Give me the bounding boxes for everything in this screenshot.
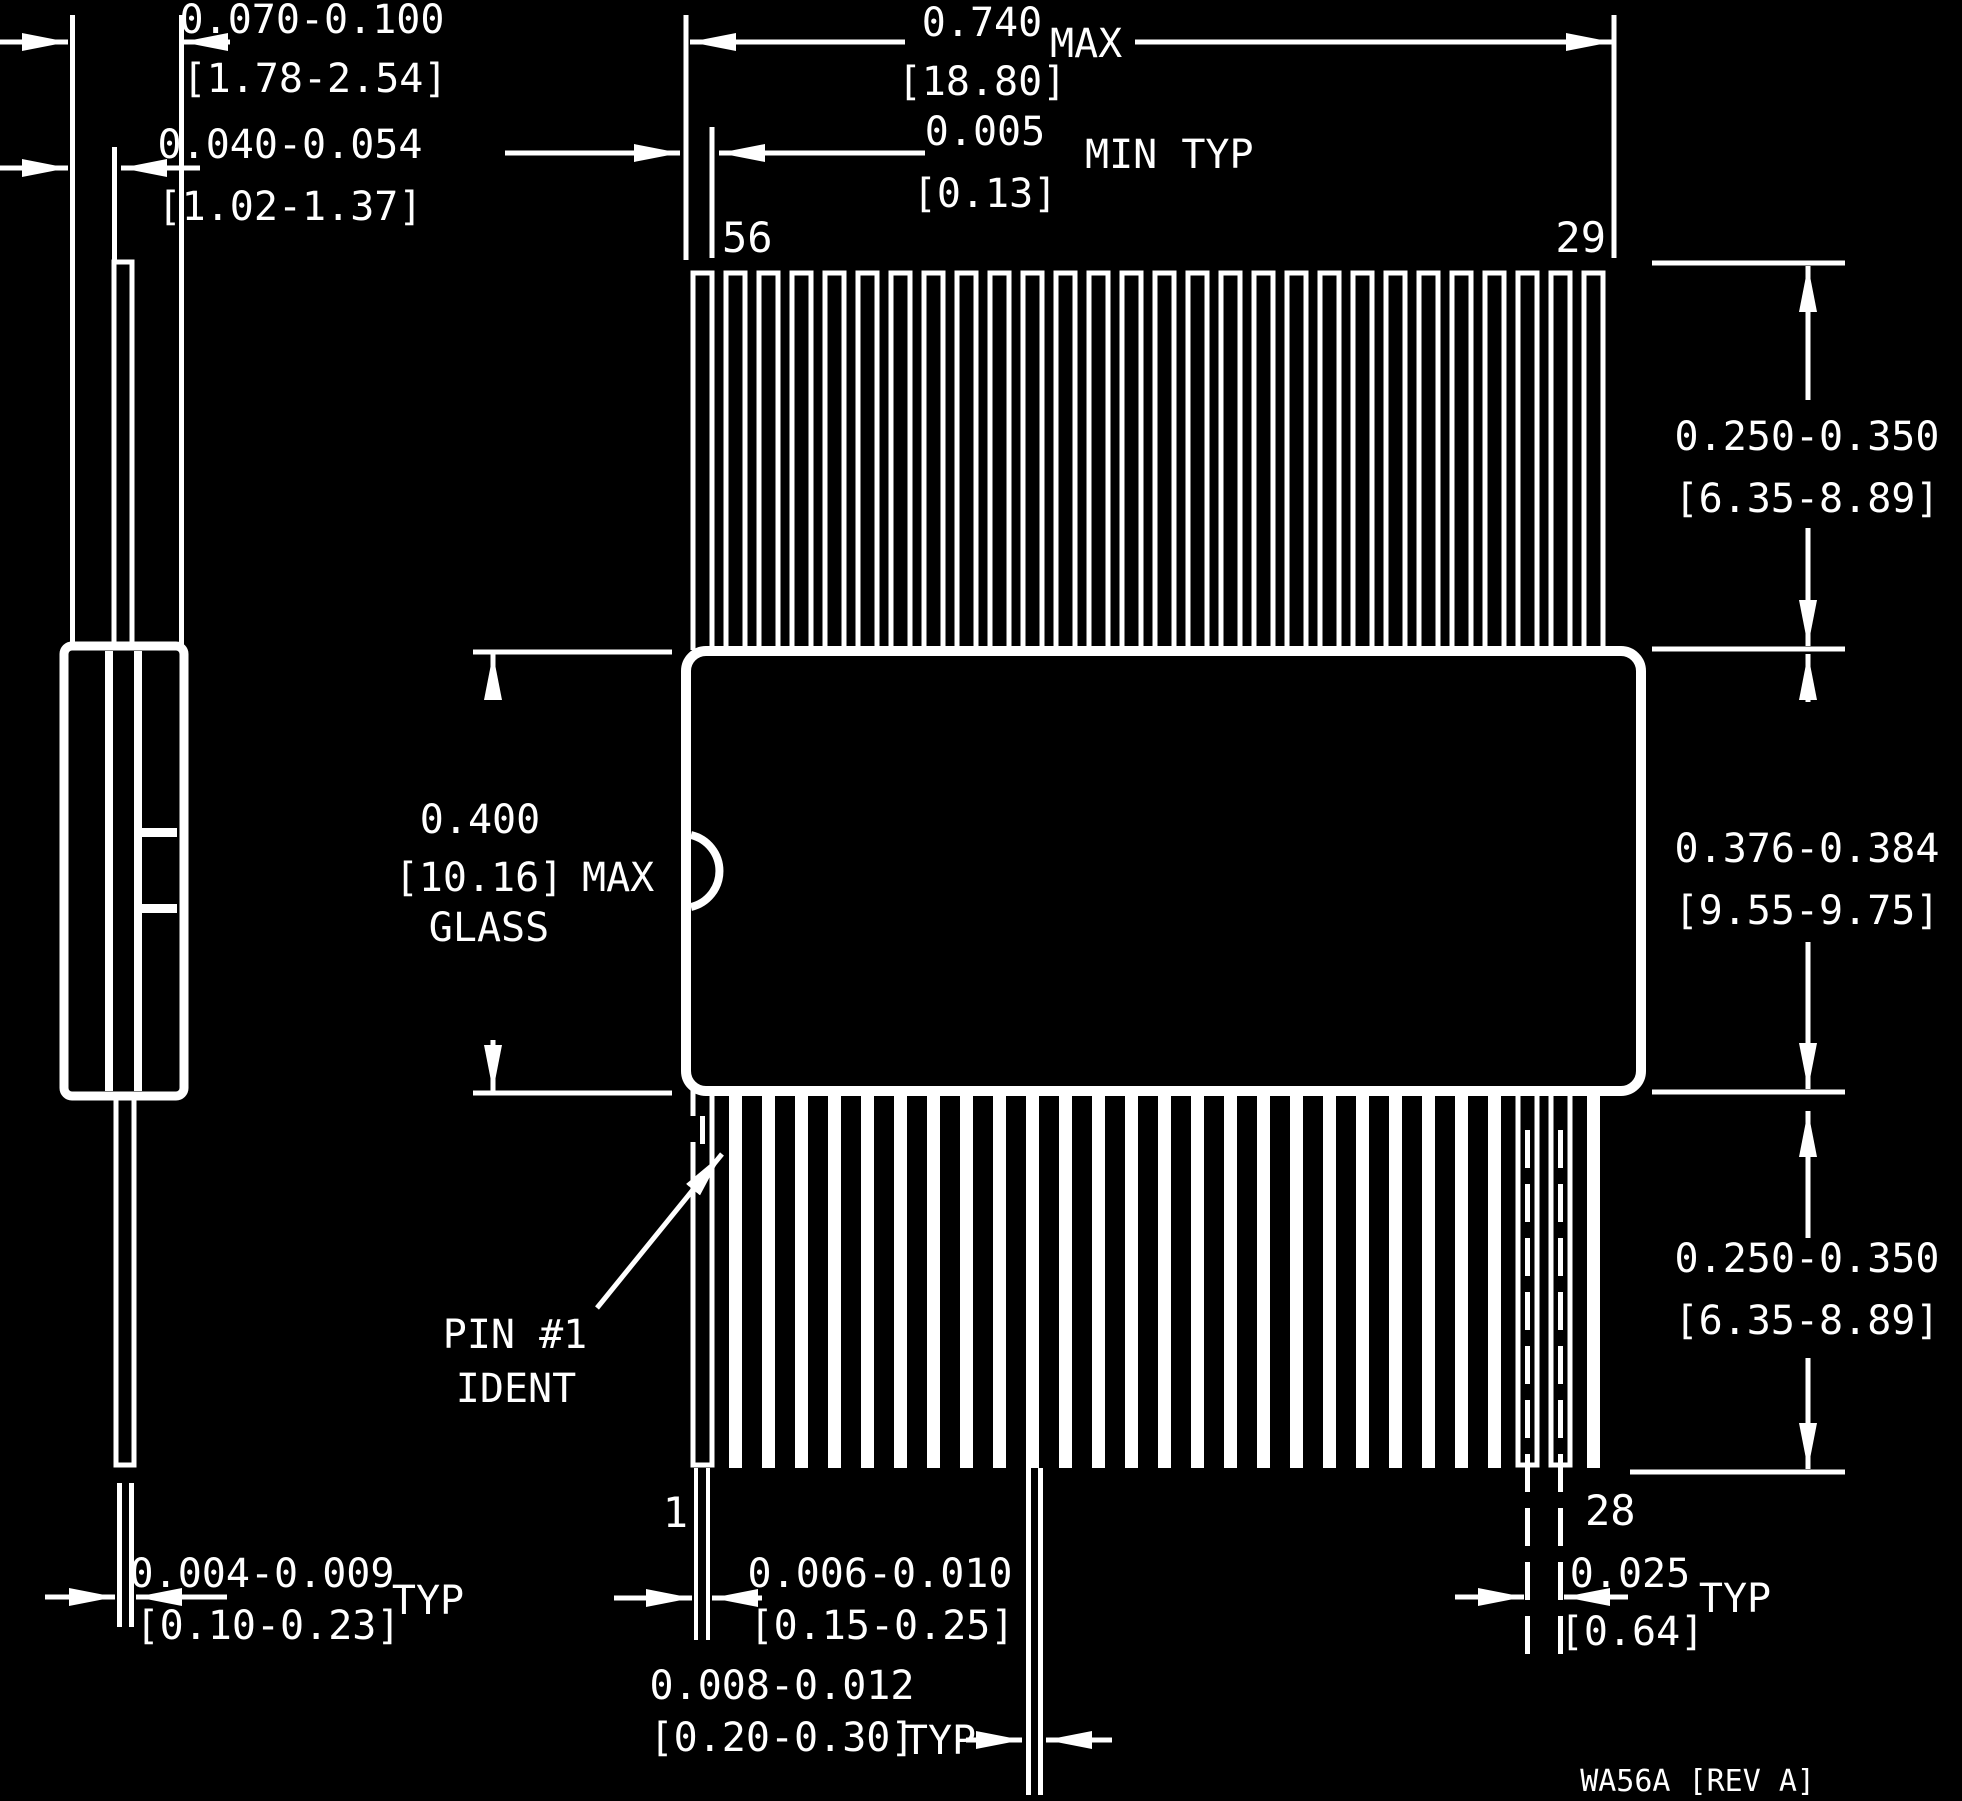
dim-width-qualifier: MAX <box>1050 21 1122 67</box>
dim-pin1w-metric: [0.15-0.25] <box>750 1603 1015 1649</box>
dim-toplead-primary: 0.250-0.350 <box>1675 414 1940 460</box>
pin-label-56: 56 <box>722 213 773 262</box>
side-body-seam-2 <box>134 651 142 1091</box>
dim-edgegap-metric: [0.13] <box>913 171 1058 217</box>
pin-number-labels: 56 29 1 28 <box>663 213 1636 1537</box>
pin1-outline <box>690 1090 715 1468</box>
dim-leadthk-qualifier: TYP <box>392 1578 464 1624</box>
side-lead-edge-extension <box>112 147 117 262</box>
dim-glass-metric: [10.16] <box>395 855 564 901</box>
dim-bodyh-metric: [9.55-9.75] <box>1675 888 1940 934</box>
pin1-lead-line-2 <box>706 1468 710 1640</box>
side-body-window-bar-2 <box>142 904 177 913</box>
pin-label-29: 29 <box>1555 213 1606 262</box>
center-lead-line-1 <box>1026 1468 1031 1795</box>
dim-edgegap-primary: 0.005 <box>925 109 1045 155</box>
dim-width-metric: [18.80] <box>898 59 1067 105</box>
dim-toplead-metric: [6.35-8.89] <box>1675 476 1940 522</box>
dim-pitch-primary: 0.025 <box>1570 1551 1690 1597</box>
pin1-notch-edge <box>700 1116 705 1144</box>
dim-botlead-metric: [6.35-8.89] <box>1675 1298 1940 1344</box>
dim-bodythk-metric: [1.78-2.54] <box>183 56 448 102</box>
center-lead-line-2 <box>1038 1468 1043 1795</box>
drawing-code: WA56A [REV A] <box>1580 1764 1815 1799</box>
pin-label-28: 28 <box>1585 1486 1636 1535</box>
side-view <box>59 15 189 1627</box>
dim-pitch-metric: [0.64] <box>1560 1609 1705 1655</box>
dim-glass-note: GLASS <box>429 905 549 951</box>
dim-leadthk-metric: [0.10-0.23] <box>136 1603 401 1649</box>
dimension-lines <box>0 32 1817 1749</box>
pin1-leader-arrow <box>595 1152 724 1310</box>
dim-glass-qualifier: MAX <box>582 855 654 901</box>
top-view <box>681 265 1646 1795</box>
dim-pin1w-primary: 0.006-0.010 <box>748 1551 1013 1597</box>
pin-label-1: 1 <box>663 1488 688 1537</box>
extension-lines <box>473 15 1845 1475</box>
side-top-lead-outline <box>111 259 135 646</box>
dim-bodythk-primary: 0.070-0.100 <box>180 0 445 43</box>
pin27-cover <box>1550 1090 1571 1470</box>
side-lead-left-line <box>70 15 75 646</box>
dim-leadoff-metric: [1.02-1.37] <box>158 184 423 230</box>
side-body-window-bar-1 <box>142 828 177 837</box>
dim-leadoff-primary: 0.040-0.054 <box>158 122 423 168</box>
pin1-callout-line1: PIN #1 <box>443 1312 588 1358</box>
dim-centerw-metric: [0.20-0.30] <box>650 1715 915 1761</box>
side-body <box>59 641 189 1101</box>
dim-pitch-qualifier: TYP <box>1699 1576 1771 1622</box>
dim-glass-primary: 0.400 <box>420 797 540 843</box>
dim-bodyh-primary: 0.376-0.384 <box>1675 826 1940 872</box>
package-body <box>681 646 1646 1096</box>
side-lead-right-line <box>179 15 184 646</box>
pin1-lead-line-1 <box>694 1468 698 1640</box>
dim-centerw-qualifier: TYP <box>904 1718 976 1764</box>
pin1-notch-cut <box>688 1116 702 1142</box>
side-lead-tip-line-1 <box>117 1483 122 1627</box>
side-bottom-lead-outline <box>113 1096 137 1468</box>
dim-width-primary: 0.740 <box>922 0 1042 46</box>
dim-edgegap-qualifier: MIN TYP <box>1085 132 1254 178</box>
orientation-notch <box>689 831 724 911</box>
dim-botlead-primary: 0.250-0.350 <box>1675 1236 1940 1282</box>
side-body-seam-1 <box>105 651 113 1091</box>
top-pin-comb <box>686 265 1610 650</box>
pin1-callout-line2: IDENT <box>456 1366 576 1412</box>
dimension-text: 0.070-0.100 [1.78-2.54] 0.040-0.054 [1.0… <box>130 0 1940 1764</box>
pin26-cover <box>1517 1090 1538 1470</box>
side-lead-tip-line-2 <box>129 1483 134 1627</box>
bottom-pin-comb <box>686 1090 1610 1470</box>
dim-leadthk-primary: 0.004-0.009 <box>130 1551 395 1597</box>
dim-centerw-primary: 0.008-0.012 <box>650 1663 915 1709</box>
